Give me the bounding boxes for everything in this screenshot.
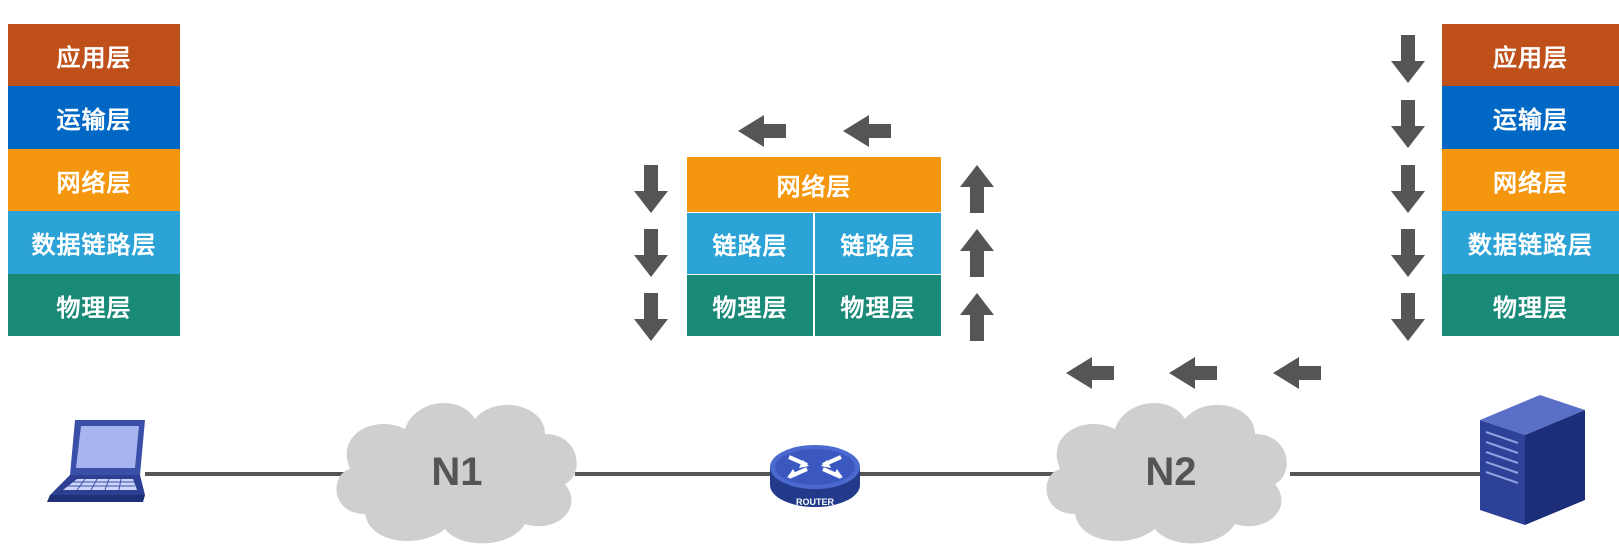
left-application-layer: 应用层 — [8, 24, 180, 86]
arrow-down-icon — [1391, 100, 1425, 148]
arrow-left-icon — [1066, 357, 1114, 389]
right-transport-layer: 运输层 — [1442, 86, 1619, 149]
right-physical-layer: 物理层 — [1442, 274, 1619, 336]
right-application-layer: 应用层 — [1442, 24, 1619, 86]
right-network-layer: 网络层 — [1442, 149, 1619, 211]
right-datalink-layer: 数据链路层 — [1442, 211, 1619, 274]
router-label: ROUTER — [796, 497, 834, 507]
arrow-down-icon — [1391, 165, 1425, 213]
arrow-left-icon — [1273, 357, 1321, 389]
left-physical-layer: 物理层 — [8, 274, 180, 336]
router-icon — [770, 445, 860, 507]
left-transport-layer: 运输层 — [8, 86, 180, 149]
arrow-down-icon — [1391, 293, 1425, 341]
network-n2-label: N2 — [1145, 450, 1197, 494]
router-physical-layer-right: 物理层 — [815, 275, 941, 336]
arrow-up-icon — [960, 165, 994, 213]
router-datalink-layer-right: 链路层 — [815, 213, 941, 274]
laptop-icon — [47, 420, 145, 502]
arrow-down-icon — [634, 293, 668, 341]
arrow-left-icon — [1169, 357, 1217, 389]
arrow-left-icon — [738, 115, 786, 147]
router-datalink-layer-left: 链路层 — [687, 213, 813, 274]
arrow-down-icon — [634, 229, 668, 277]
left-network-layer: 网络层 — [8, 149, 180, 211]
arrow-down-icon — [634, 165, 668, 213]
arrow-down-icon — [1391, 229, 1425, 277]
router-network-layer: 网络层 — [687, 157, 941, 212]
cloud-icon — [336, 402, 577, 544]
left-datalink-layer: 数据链路层 — [8, 211, 180, 274]
arrow-up-icon — [960, 293, 994, 341]
router-physical-layer-left: 物理层 — [687, 275, 813, 336]
arrow-left-icon — [843, 115, 891, 147]
arrow-up-icon — [960, 229, 994, 277]
arrow-down-icon — [1391, 35, 1425, 83]
cloud-icon — [1046, 402, 1287, 544]
server-icon — [1480, 395, 1585, 525]
network-n1-label: N1 — [431, 450, 483, 494]
